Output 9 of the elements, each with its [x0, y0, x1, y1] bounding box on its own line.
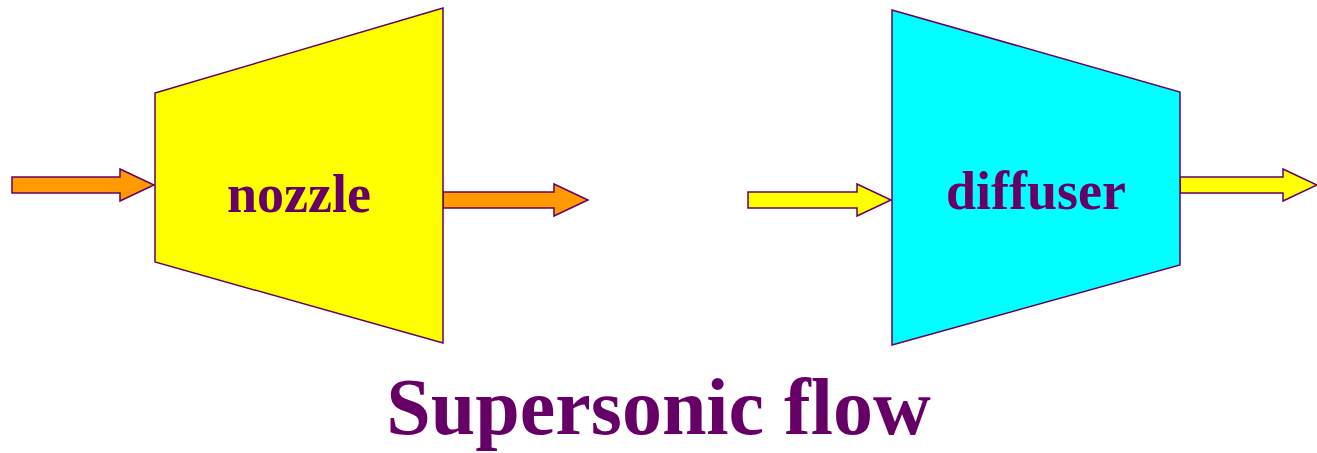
diffuser-trapezoid: [892, 10, 1180, 345]
shape-label: diffuser: [946, 161, 1126, 221]
block-arrow: [442, 182, 590, 218]
block-arrow: [747, 182, 893, 218]
block-arrow: [11, 167, 156, 203]
nozzle-trapezoid: [155, 8, 443, 343]
shape-label: nozzle: [227, 164, 371, 224]
caption: Supersonic flow: [386, 363, 931, 451]
block-arrow: [1179, 167, 1317, 203]
